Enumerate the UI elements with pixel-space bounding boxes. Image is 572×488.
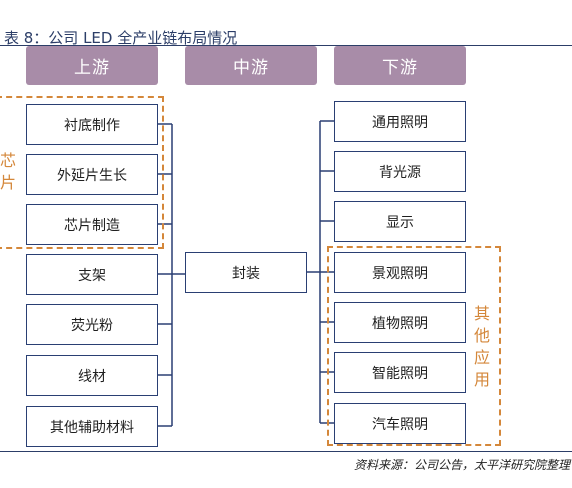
chip-group-outline <box>0 96 164 249</box>
stage-upstream: 上游 <box>26 46 158 85</box>
stage-downstream: 下游 <box>334 46 466 85</box>
downstream-box-landscape-lighting: 景观照明 <box>334 252 466 293</box>
upstream-box-other-materials: 其他辅助材料 <box>26 406 158 447</box>
upstream-box-bracket: 支架 <box>26 254 158 295</box>
upstream-box-wire: 线材 <box>26 355 158 396</box>
downstream-box-general-lighting: 通用照明 <box>334 101 466 142</box>
chip-group-label: 芯 片 <box>0 151 17 192</box>
upstream-box-chip: 芯片制造 <box>26 204 158 245</box>
upstream-box-substrate: 衬底制作 <box>26 104 158 145</box>
other-apps-group-label: 其 他 应 用 <box>473 304 490 389</box>
upstream-box-phosphor: 荧光粉 <box>26 304 158 345</box>
downstream-box-auto-lighting: 汽车照明 <box>334 403 466 444</box>
upstream-box-epitaxy: 外延片生长 <box>26 154 158 195</box>
other-apps-group-outline <box>327 246 501 446</box>
title-rule <box>0 45 572 46</box>
downstream-box-smart-lighting: 智能照明 <box>334 352 466 393</box>
footer-rule <box>0 451 572 452</box>
downstream-box-plant-lighting: 植物照明 <box>334 302 466 343</box>
source-note: 资料来源：公司公告，太平洋研究院整理 <box>353 458 570 472</box>
downstream-box-backlight: 背光源 <box>334 151 466 192</box>
downstream-box-display: 显示 <box>334 201 466 242</box>
stage-midstream: 中游 <box>185 46 317 85</box>
figure-title: 表 8：公司 LED 全产业链布局情况 <box>4 29 238 47</box>
midstream-box-packaging: 封装 <box>185 252 307 293</box>
